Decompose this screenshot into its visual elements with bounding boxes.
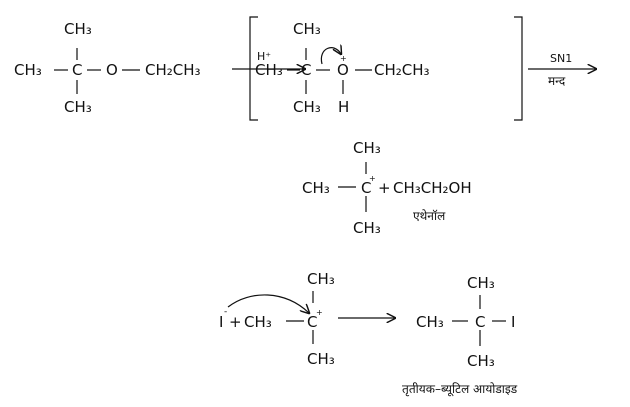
ch3-group: CH₃ — [307, 270, 335, 288]
arrow-label-slow: मन्द — [548, 74, 566, 88]
ch3-group: CH₃ — [14, 61, 42, 79]
ch3-group: CH₃ — [293, 20, 321, 38]
ch3-group: CH₃ — [307, 350, 335, 368]
product-name: तृतीयक–ब्यूटिल आयोडाइड — [402, 382, 518, 396]
arrow-label-acid: H⁺ — [257, 50, 272, 63]
carbon-atom: C — [301, 61, 312, 79]
ch3-group: CH₃ — [255, 61, 283, 79]
ch3-group: CH₃ — [64, 98, 92, 116]
carbon-atom: C — [475, 313, 486, 331]
ch3-group: CH₃ — [353, 219, 381, 237]
ethyl-group: CH₂CH₃ — [145, 61, 201, 79]
right-bracket — [514, 16, 523, 121]
iodine-atom: I — [511, 313, 516, 331]
ch3-group: CH₃ — [64, 20, 92, 38]
carbocation-carbon: C — [307, 313, 318, 331]
plus-sign: + — [378, 179, 391, 197]
ch3-group: CH₃ — [293, 98, 321, 116]
oxonium-charge: + — [340, 54, 347, 63]
oxygen-atom: O — [106, 61, 118, 79]
ch3-group: CH₃ — [416, 313, 444, 331]
iodide-charge: - — [224, 307, 228, 317]
ch3-group: CH₃ — [467, 274, 495, 292]
left-bracket — [249, 16, 258, 121]
hydrogen-atom: H — [338, 98, 350, 116]
ethanol-name: एथेनॉल — [413, 209, 446, 223]
ethyl-group: CH₂CH₃ — [374, 61, 430, 79]
iodide-ion: I — [219, 313, 224, 331]
ch3-group: CH₃ — [302, 179, 330, 197]
plus-sign: + — [229, 313, 242, 331]
carbocation-charge: + — [316, 308, 323, 317]
curved-arrow — [227, 294, 309, 313]
ch3-group: CH₃ — [244, 313, 272, 331]
curved-arrow — [320, 48, 341, 65]
ch3-group: CH₃ — [467, 352, 495, 370]
arrow-label-sn1: SN1 — [550, 52, 573, 65]
ch3-group: CH₃ — [353, 139, 381, 157]
carbocation-charge: + — [369, 174, 376, 183]
carbon-atom: C — [72, 61, 83, 79]
oxygen-atom: O — [337, 61, 349, 79]
ethanol-formula: CH₃CH₂OH — [393, 179, 472, 197]
carbocation-carbon: C — [361, 179, 372, 197]
